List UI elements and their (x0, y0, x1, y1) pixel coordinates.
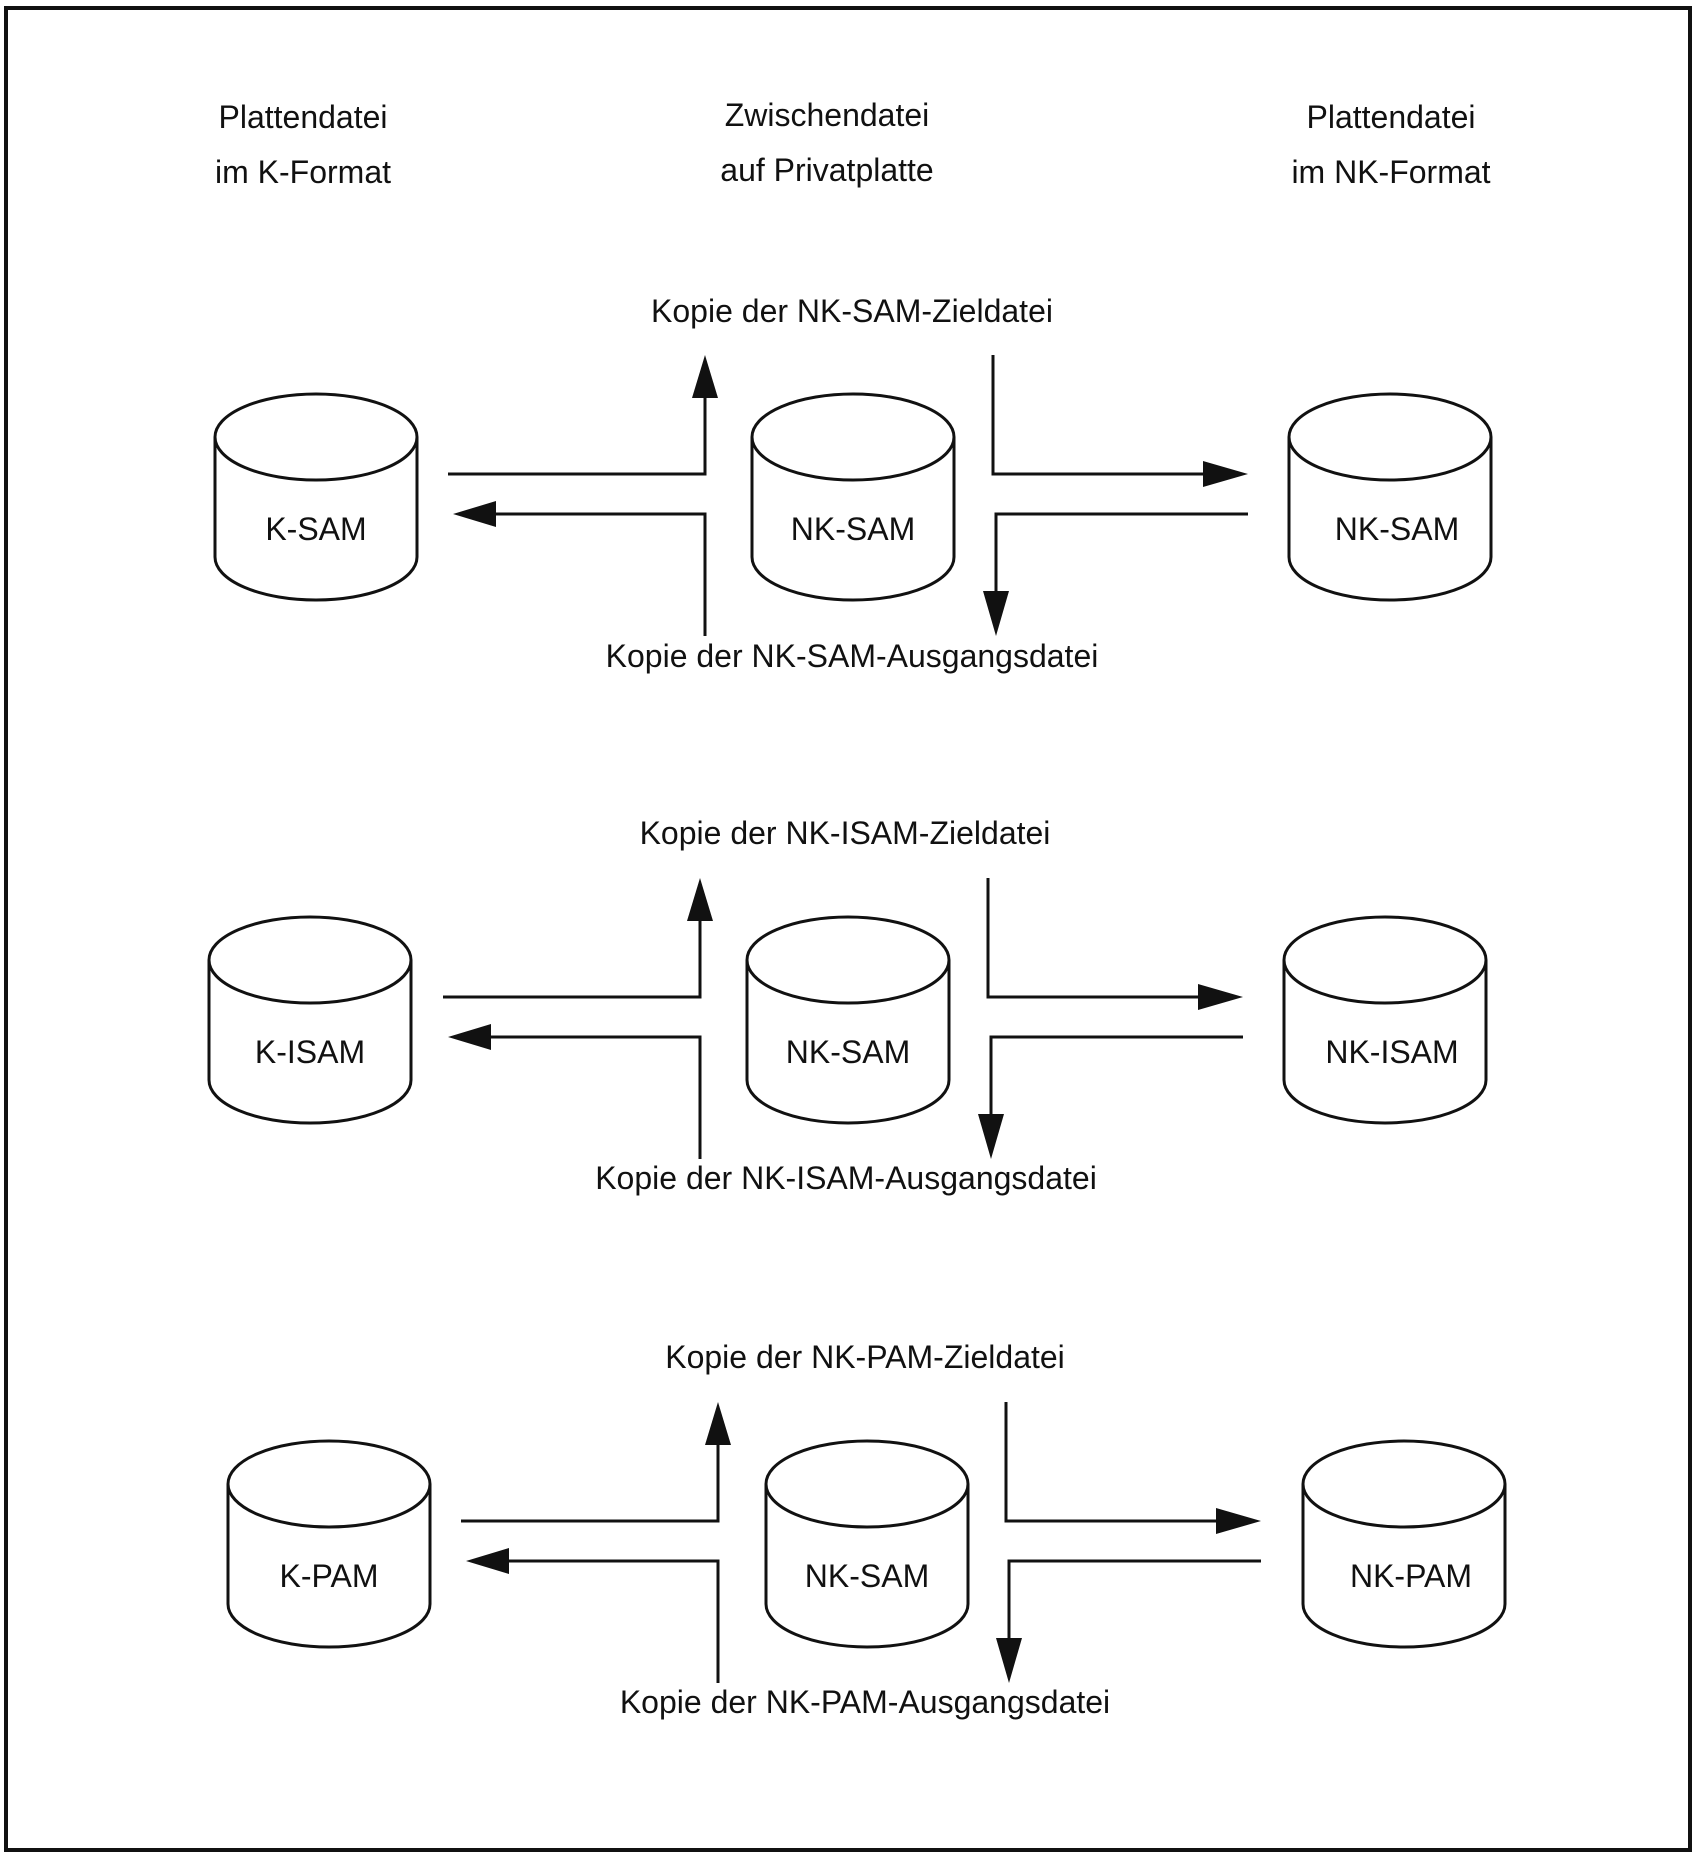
disk-label: K-PAM (280, 1558, 379, 1594)
arrow-down-icon (996, 1638, 1022, 1683)
disk-cylinder-icon (213, 392, 419, 602)
disk-middle: NK-SAM (764, 1439, 970, 1649)
arrow-to-source-copy (983, 512, 1248, 636)
disk-cylinder-icon (207, 915, 413, 1125)
arrow-right-icon (1198, 984, 1243, 1010)
source-copy-label: Kopie der NK-SAM-Ausgangsdatei (606, 638, 1099, 674)
arrow-left-icon (466, 1548, 509, 1574)
arrow-right-icon (1216, 1508, 1261, 1534)
disk-label: NK-SAM (786, 1034, 910, 1070)
arrow-to-k-file (466, 1548, 720, 1683)
target-copy-label: Kopie der NK-ISAM-Zieldatei (640, 815, 1051, 851)
conversion-row-sam: K-SAM NK-SAM NK-SAM Kopie der NK-SAM-Zielda… (213, 293, 1493, 674)
disk-label: K-SAM (265, 511, 366, 547)
arrow-up-icon (687, 878, 713, 921)
disk-middle: NK-SAM (750, 392, 956, 602)
disk-label: K-ISAM (255, 1034, 365, 1070)
disk-left: K-SAM (213, 392, 419, 602)
header-line2: im NK-Format (1291, 154, 1490, 190)
disk-right: NK-SAM (1287, 392, 1493, 602)
disk-cylinder-icon (745, 915, 951, 1125)
disk-cylinder-icon (226, 1439, 432, 1649)
header-line2: auf Privatplatte (720, 152, 933, 188)
arrow-to-source-copy (996, 1559, 1261, 1683)
arrow-down-icon (978, 1114, 1004, 1159)
source-copy-label: Kopie der NK-ISAM-Ausgangsdatei (595, 1160, 1097, 1196)
disk-cylinder-icon (1287, 392, 1493, 602)
disk-label: NK-SAM (1335, 511, 1459, 547)
arrow-down-icon (983, 591, 1009, 636)
header-line1: Zwischendatei (725, 97, 930, 133)
disk-label: NK-SAM (805, 1558, 929, 1594)
column-header-intermediate: Zwischendatei auf Privatplatte (720, 97, 933, 188)
target-copy-label: Kopie der NK-SAM-Zieldatei (651, 293, 1053, 329)
arrow-to-target-copy (448, 355, 718, 476)
target-copy-label: Kopie der NK-PAM-Zieldatei (665, 1339, 1065, 1375)
source-copy-label: Kopie der NK-PAM-Ausgangsdatei (620, 1684, 1110, 1720)
column-header-k-format: Plattendatei im K-Format (215, 99, 391, 190)
arrow-to-nk-file (1004, 1402, 1261, 1534)
header-line1: Plattendatei (1306, 99, 1475, 135)
arrow-left-icon (448, 1024, 491, 1050)
column-header-nk-format: Plattendatei im NK-Format (1291, 99, 1490, 190)
disk-cylinder-icon (750, 392, 956, 602)
conversion-row-pam: K-PAM NK-SAM NK-PAM Kopie der NK-PAM-Zielda… (226, 1339, 1507, 1720)
disk-right: NK-PAM (1301, 1439, 1507, 1649)
disk-middle: NK-SAM (745, 915, 951, 1125)
disk-label: NK-PAM (1350, 1558, 1472, 1594)
header-line2: im K-Format (215, 154, 391, 190)
arrow-up-icon (705, 1402, 731, 1445)
disk-cylinder-icon (764, 1439, 970, 1649)
arrow-left-icon (453, 501, 496, 527)
arrow-up-icon (692, 355, 718, 398)
header-line1: Plattendatei (218, 99, 387, 135)
disk-right: NK-ISAM (1282, 915, 1488, 1125)
conversion-row-isam: K-ISAM NK-SAM NK-ISAM Kopie der NK-ISAM-Zie… (207, 815, 1488, 1196)
arrow-to-nk-file (986, 878, 1243, 1010)
arrow-to-k-file (453, 501, 707, 636)
arrow-right-icon (1203, 461, 1248, 487)
disk-cylinder-icon (1282, 915, 1488, 1125)
disk-left: K-ISAM (207, 915, 413, 1125)
disk-left: K-PAM (226, 1439, 432, 1649)
arrow-to-k-file (448, 1024, 702, 1159)
arrow-to-target-copy (461, 1402, 731, 1523)
disk-label: NK-ISAM (1325, 1034, 1458, 1070)
disk-cylinder-icon (1301, 1439, 1507, 1649)
arrow-to-nk-file (991, 355, 1248, 487)
arrow-to-target-copy (443, 878, 713, 999)
disk-label: NK-SAM (791, 511, 915, 547)
arrow-to-source-copy (978, 1035, 1243, 1159)
